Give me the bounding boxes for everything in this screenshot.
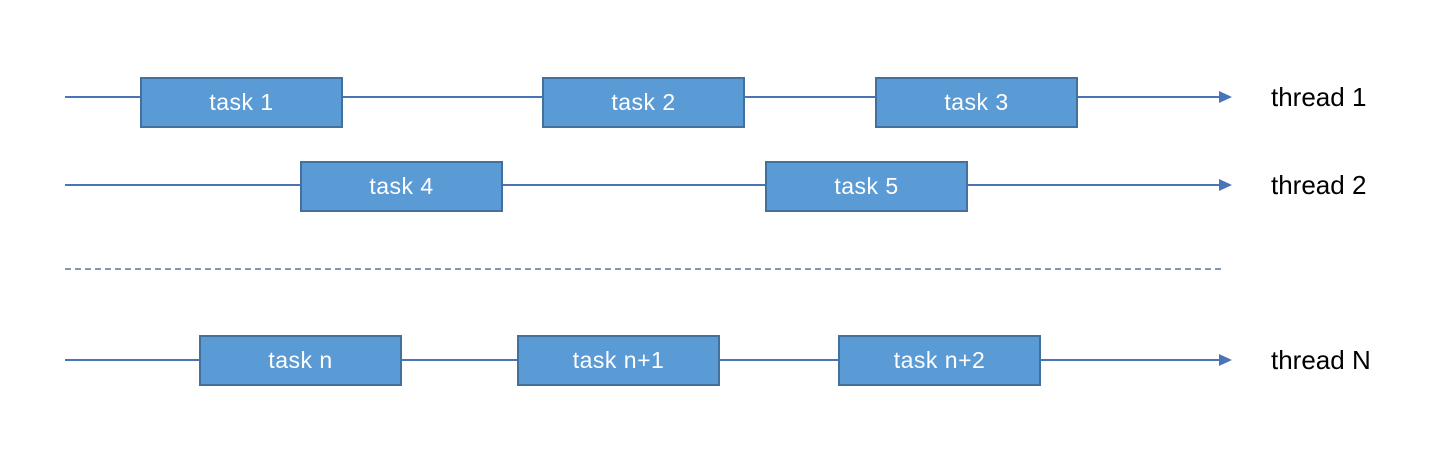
task-label: task 5 (834, 173, 899, 199)
task-label: task n+2 (893, 347, 986, 373)
task-box: task 4 (300, 161, 503, 212)
task-box: task n+2 (838, 335, 1041, 386)
task-box: task 3 (875, 77, 1078, 128)
task-box: task n (199, 335, 402, 386)
task-label: task n+1 (572, 347, 665, 373)
task-label: task 4 (369, 173, 434, 199)
arrow-right-icon (1219, 179, 1232, 191)
thread-1-label: thread 1 (1271, 82, 1367, 112)
thread-n-label: thread N (1271, 345, 1371, 375)
thread-2-label: thread 2 (1271, 170, 1367, 200)
task-label: task 1 (209, 89, 274, 115)
task-box: task n+1 (517, 335, 720, 386)
task-label: task 3 (944, 89, 1009, 115)
task-box: task 5 (765, 161, 968, 212)
thread-2-timeline (65, 184, 1220, 186)
dashed-separator (65, 268, 1221, 270)
arrow-right-icon (1219, 91, 1232, 103)
task-box: task 2 (542, 77, 745, 128)
task-box: task 1 (140, 77, 343, 128)
task-label: task n (268, 347, 333, 373)
arrow-right-icon (1219, 354, 1232, 366)
task-label: task 2 (611, 89, 676, 115)
